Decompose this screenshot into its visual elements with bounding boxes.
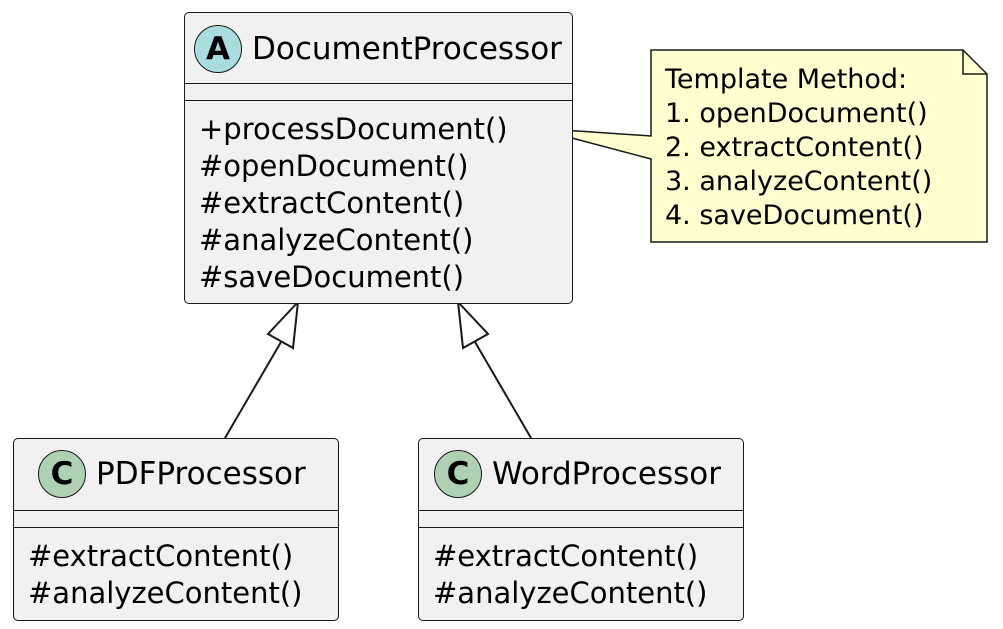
- inheritance-arrowhead-pdf: [266, 299, 300, 350]
- template-method-note: Template Method: 1. openDocument() 2. ex…: [651, 50, 987, 242]
- abstract-class-icon: A: [194, 25, 242, 73]
- method-item: #extractContent(): [199, 186, 465, 220]
- methods-separator: [185, 100, 572, 101]
- method-item: #extractContent(): [433, 539, 699, 573]
- method-item: #extractContent(): [28, 539, 294, 573]
- method-item: +processDocument(): [199, 112, 508, 146]
- note-shape: [533, 49, 988, 243]
- inheritance-edge-word: [474, 341, 532, 439]
- class-pdf-processor[interactable]: C PDFProcessor #extractContent() #analyz…: [13, 438, 339, 621]
- note-line: 3. analyzeContent(): [665, 166, 933, 197]
- note-line: 1. openDocument(): [665, 98, 928, 129]
- note-text: Template Method: 1. openDocument() 2. ex…: [665, 63, 932, 233]
- method-item: #analyzeContent(): [199, 223, 474, 257]
- method-item: #openDocument(): [199, 149, 469, 183]
- method-list: +processDocument() #openDocument() #extr…: [199, 111, 508, 296]
- attributes-separator: [419, 510, 743, 511]
- class-header: A DocumentProcessor: [194, 25, 562, 73]
- method-item: #saveDocument(): [199, 260, 465, 294]
- class-header: C WordProcessor: [434, 450, 721, 498]
- class-word-processor[interactable]: C WordProcessor #extractContent() #analy…: [418, 438, 744, 621]
- class-name: PDFProcessor: [96, 456, 306, 492]
- note-line: 2. extractContent(): [665, 132, 924, 163]
- method-list: #extractContent() #analyzeContent(): [433, 538, 707, 612]
- method-list: #extractContent() #analyzeContent(): [28, 538, 302, 612]
- class-document-processor[interactable]: A DocumentProcessor +processDocument() #…: [184, 12, 573, 304]
- attributes-separator: [185, 83, 572, 84]
- method-item: #analyzeContent(): [433, 576, 708, 610]
- class-name: WordProcessor: [492, 456, 721, 492]
- class-header: C PDFProcessor: [38, 450, 306, 498]
- class-icon: C: [434, 450, 482, 498]
- method-item: #analyzeContent(): [28, 576, 303, 610]
- class-icon: C: [38, 450, 86, 498]
- class-name: DocumentProcessor: [252, 31, 562, 67]
- methods-separator: [14, 527, 338, 528]
- note-line: 4. saveDocument(): [665, 200, 924, 231]
- note-line: Template Method:: [665, 64, 908, 95]
- methods-separator: [419, 527, 743, 528]
- attributes-separator: [14, 510, 338, 511]
- inheritance-arrowhead-word: [456, 299, 490, 350]
- inheritance-edge-pdf: [224, 341, 282, 439]
- note-corner-fold: [962, 50, 987, 75]
